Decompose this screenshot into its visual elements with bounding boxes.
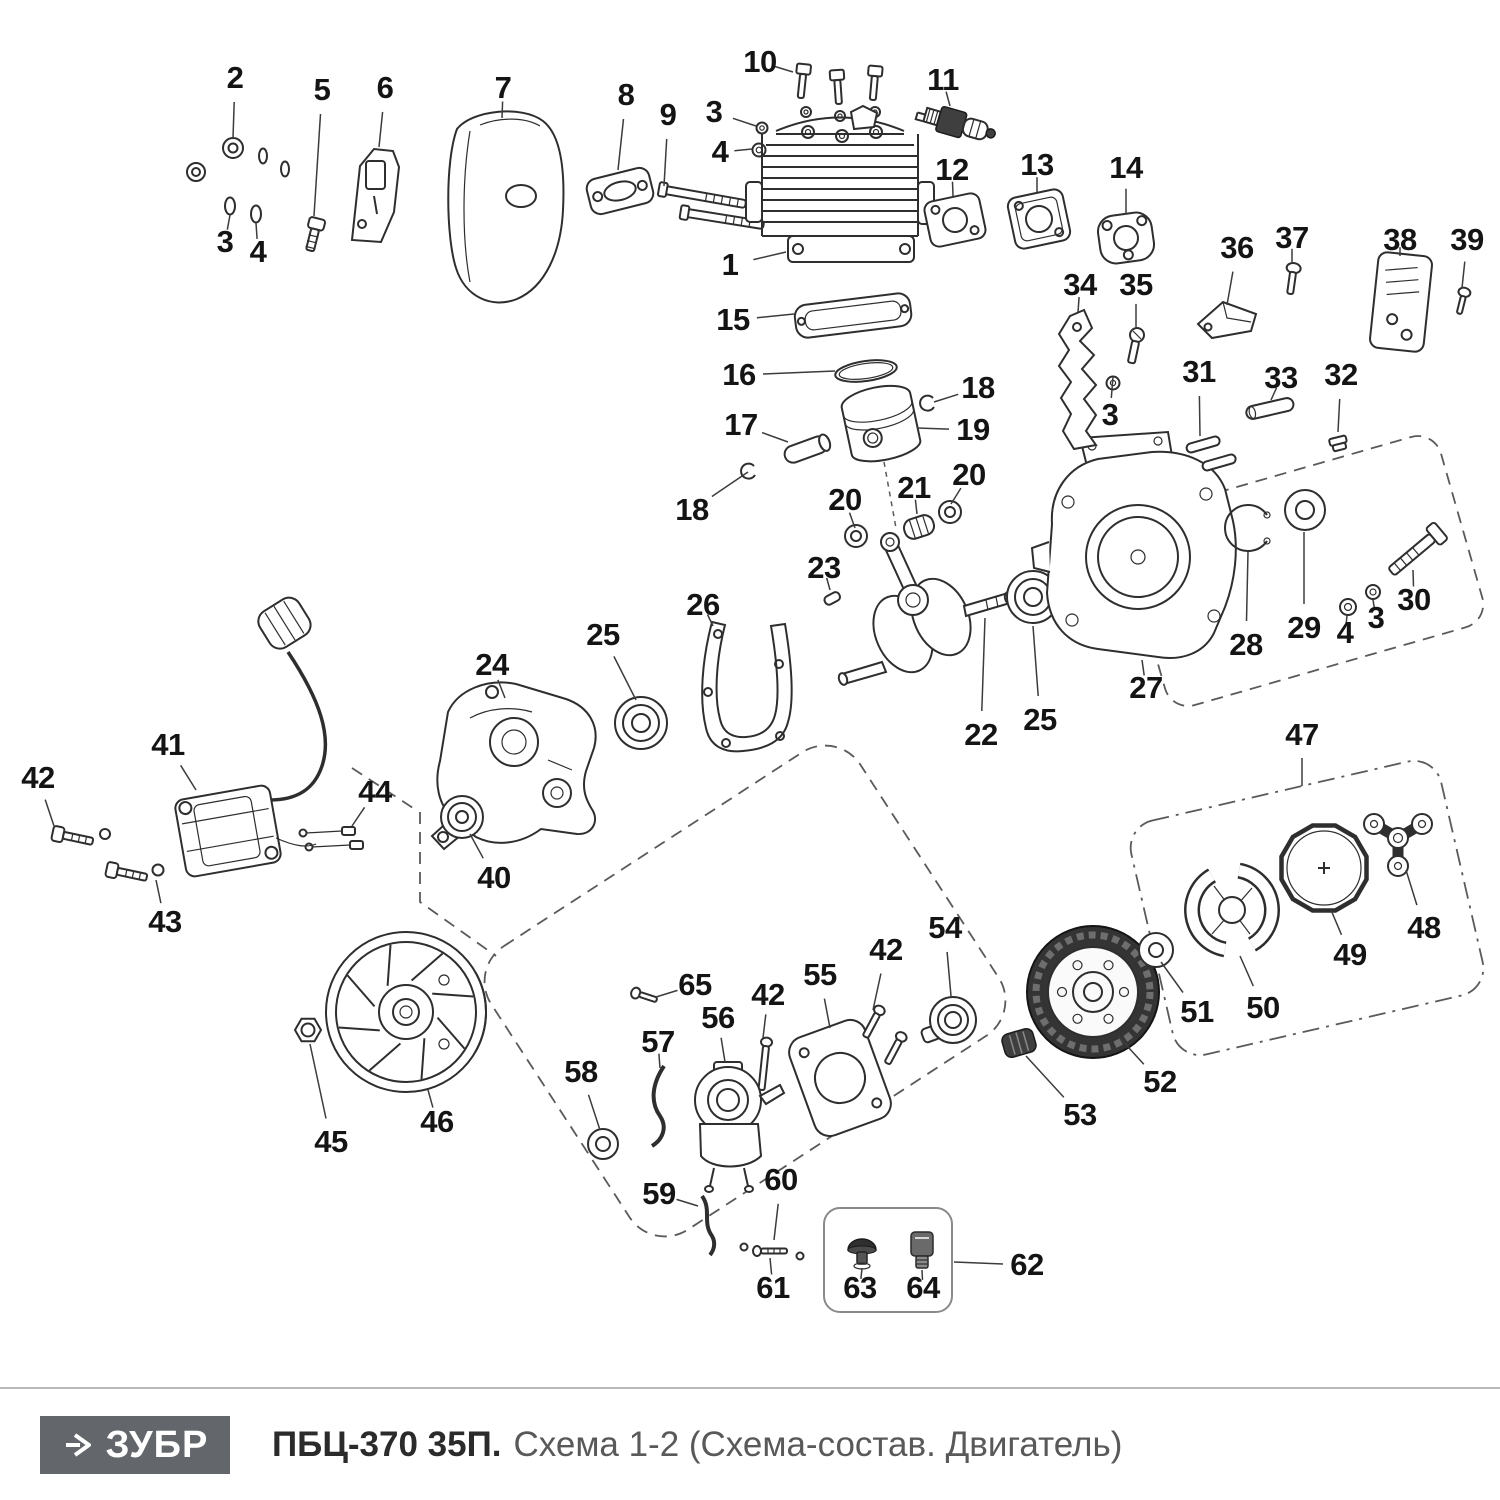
needle-cage-21 <box>902 514 936 540</box>
bearing-20-right <box>938 500 962 524</box>
brand-name: ЗУБР <box>105 1423 209 1466</box>
brand-logo: ЗУБР <box>40 1416 230 1474</box>
screw-37 <box>1285 262 1302 296</box>
plug-64 <box>910 1231 934 1269</box>
screw-39 <box>1456 286 1472 315</box>
fuel-hose-59 <box>700 1194 717 1257</box>
flywheel-46 <box>325 931 488 1093</box>
circlip-18-upper <box>919 394 935 412</box>
bearing-20-left <box>844 524 868 548</box>
crankcase-gasket-26 <box>701 620 793 753</box>
piston-ring-16 <box>834 359 898 383</box>
bearing-25-left <box>614 696 668 750</box>
washer-set-2-3-4 <box>186 137 290 224</box>
clutch-bearing-53 <box>1001 1027 1037 1059</box>
clutch-drum-52 <box>1026 925 1160 1059</box>
spark-plug-11 <box>914 105 996 141</box>
ignition-coil-41 <box>174 596 328 878</box>
bearing-40 <box>440 795 484 839</box>
woodruff-key-23 <box>823 591 842 606</box>
washer-3-mid <box>1105 375 1121 391</box>
spike-plate-34 <box>1057 308 1098 451</box>
piston-19 <box>840 384 922 463</box>
primer-parts-60-61 <box>739 1242 805 1261</box>
crankshaft-22 <box>837 532 1015 686</box>
worm-gear-54 <box>920 996 977 1044</box>
gasket-55 <box>788 1018 892 1138</box>
valve-63 <box>847 1238 877 1270</box>
footer-divider <box>0 1387 1500 1389</box>
washer-43 <box>151 863 165 877</box>
flange-14 <box>1096 211 1156 265</box>
screw-43 <box>104 861 149 882</box>
muffler-bracket-6 <box>350 147 401 244</box>
model-name: ПБЦ-370 35П. <box>272 1425 502 1464</box>
cylinder-1 <box>745 104 935 263</box>
pin-33 <box>1245 397 1295 420</box>
flywheel-nut-45 <box>293 1017 323 1043</box>
nut-32 <box>1328 434 1348 453</box>
bracket-36 <box>1196 300 1258 340</box>
piston-rod-axis <box>883 461 897 529</box>
page-title: ПБЦ-370 35П. Схема 1-2 (Схема-состав. Дви… <box>272 1425 1122 1465</box>
kit-box-62 <box>823 1207 953 1313</box>
clutch-shoes-50 <box>1184 862 1280 958</box>
lead-wires-44 <box>298 826 364 852</box>
base-gasket-15 <box>793 292 913 339</box>
carburetor-56 <box>694 1061 786 1193</box>
brand-arrow-icon <box>65 1433 91 1457</box>
circlip-28 <box>1224 504 1271 552</box>
screw-42-carb <box>757 1036 773 1091</box>
screw-5 <box>305 216 326 253</box>
washer-3-right <box>1365 584 1381 600</box>
footer: ЗУБР ПБЦ-370 35П. Схема 1-2 (Схема-состав… <box>40 1416 1122 1474</box>
fuel-hose-57 <box>650 1064 666 1148</box>
gasket-12 <box>923 192 987 248</box>
screw-65 <box>630 986 658 1003</box>
crankcase-27 <box>1030 430 1237 659</box>
schema-subtitle: Схема 1-2 (Схема-состав. Двигатель) <box>513 1425 1123 1464</box>
circlip-18-lower <box>740 462 756 480</box>
screws-10 <box>795 62 884 143</box>
washer-42-left <box>99 828 111 840</box>
clutch-hub-48 <box>1363 813 1433 877</box>
wrist-pin-17 <box>783 433 832 464</box>
washer-4-right <box>1339 598 1357 616</box>
dashed-connector-lines <box>351 767 497 957</box>
screw-42-left <box>50 825 95 846</box>
guide-plate-38 <box>1369 251 1433 353</box>
muffler-cover-7 <box>447 110 565 304</box>
washer-58 <box>587 1128 619 1160</box>
bearing-25-right <box>1006 570 1060 624</box>
gasket-8 <box>585 166 655 216</box>
dashed-boundary-carburetor-group <box>483 744 1007 1238</box>
insulator-13 <box>1006 188 1072 250</box>
clutch-spring-49 <box>1279 823 1369 913</box>
screw-35 <box>1127 327 1145 365</box>
washer-51 <box>1138 932 1174 968</box>
screw-30 <box>1388 521 1448 576</box>
washer-29 <box>1284 489 1326 531</box>
washers-3-4-near-cylinder <box>751 121 769 158</box>
dowel-pins-31 <box>1185 435 1237 472</box>
